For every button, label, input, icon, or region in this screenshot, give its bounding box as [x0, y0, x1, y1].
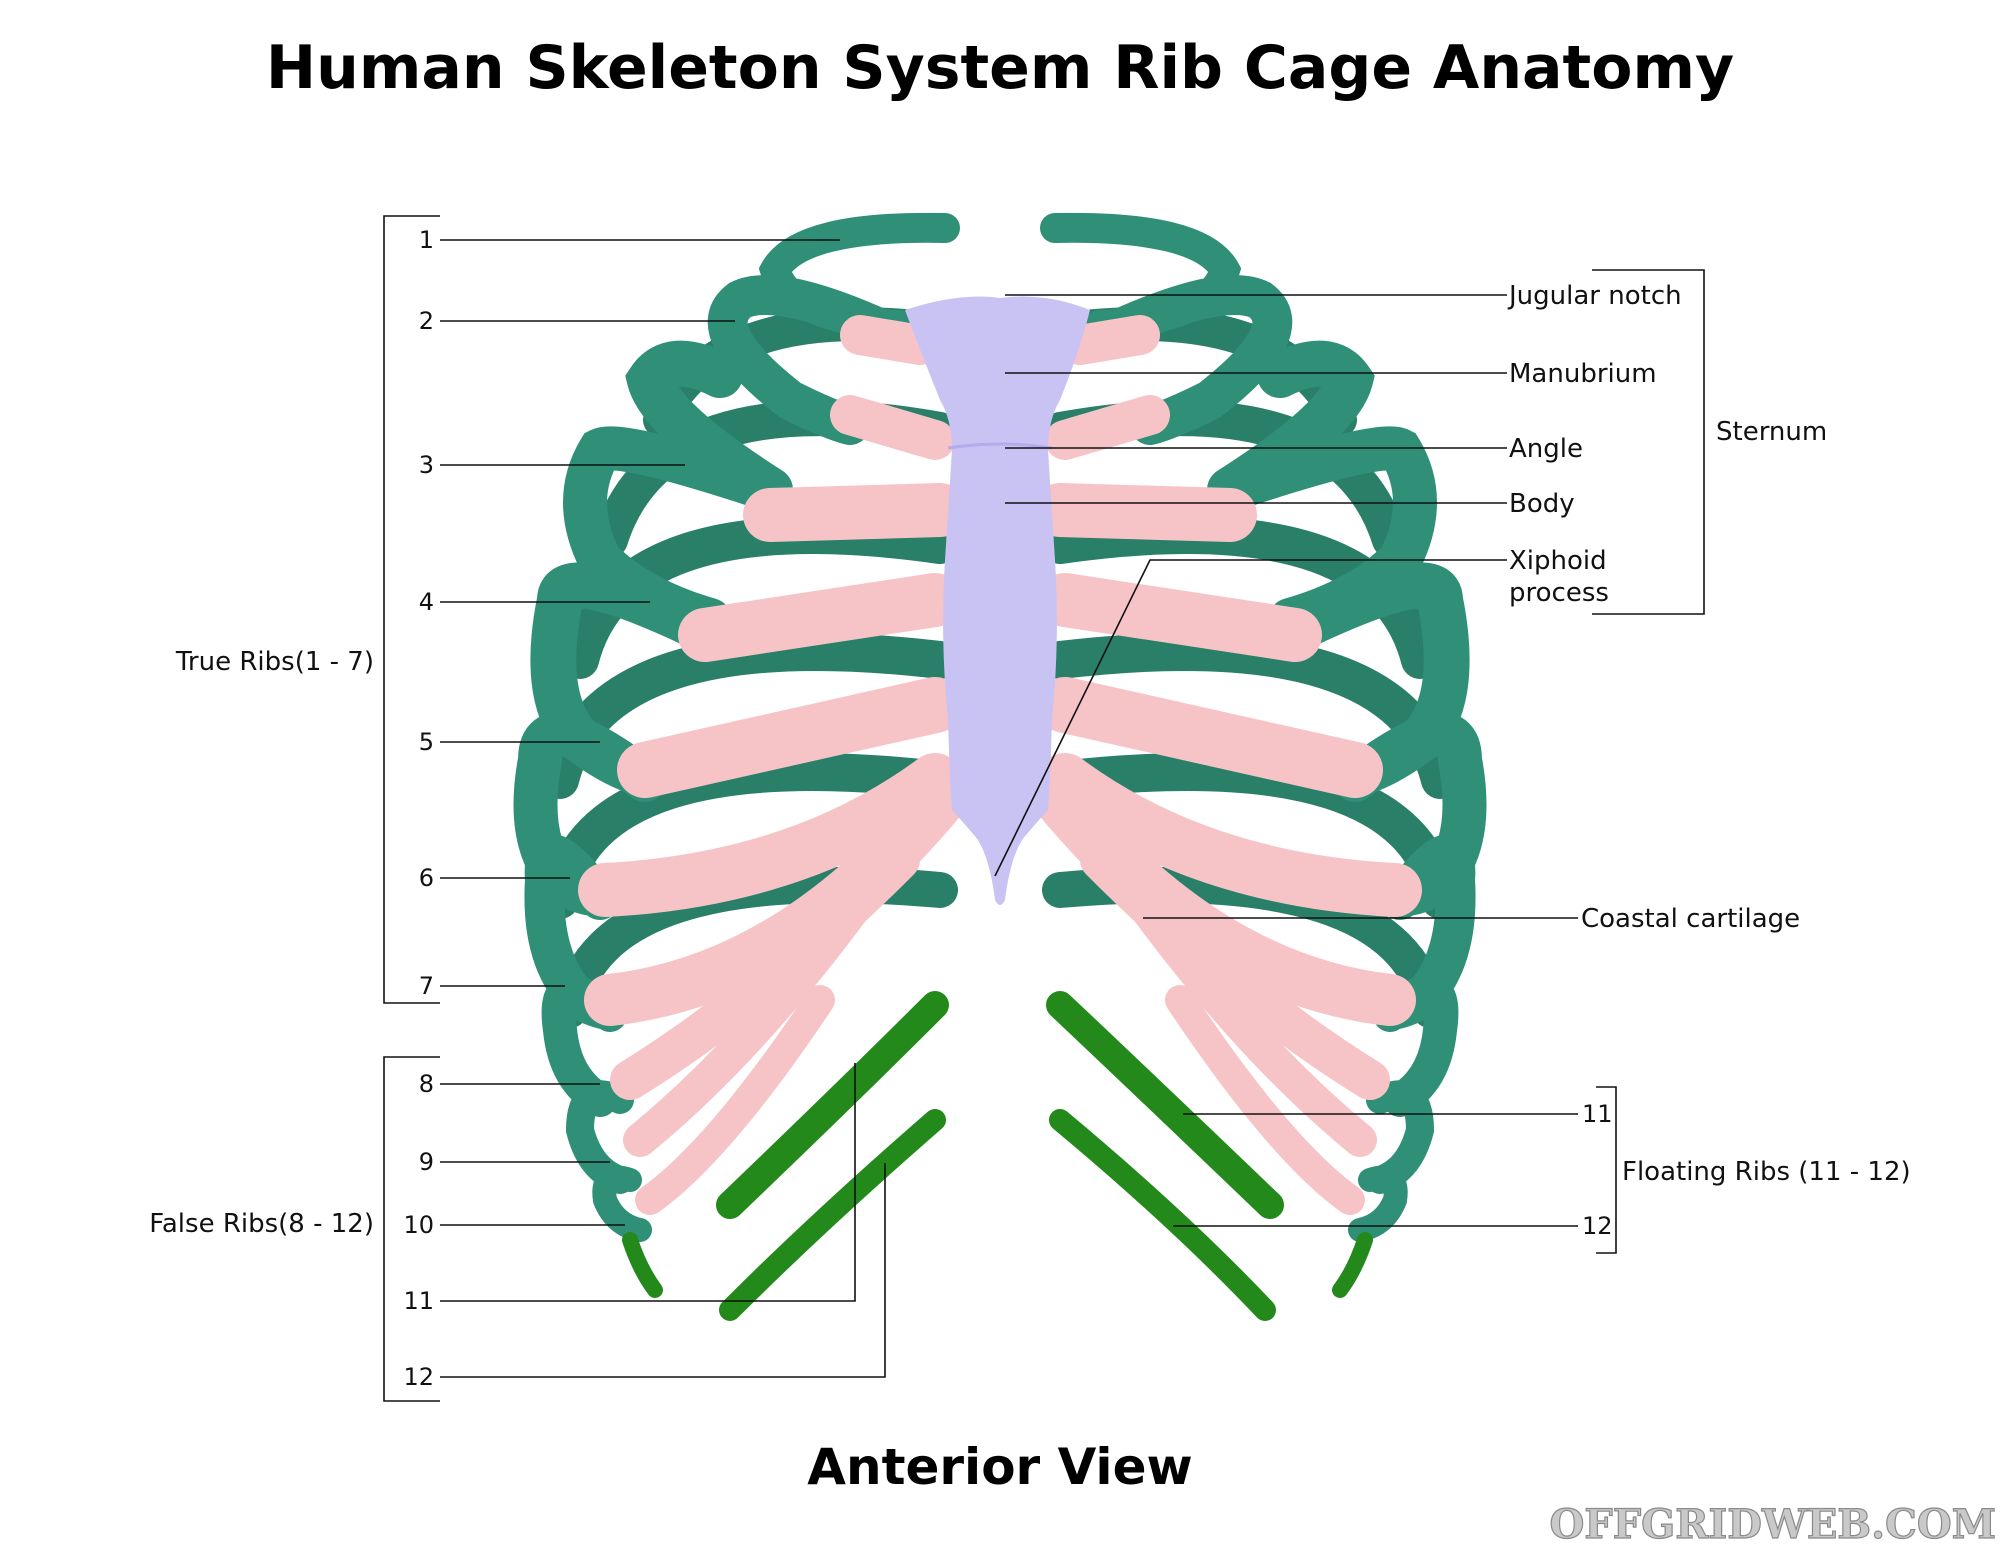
manubrium-label: Manubrium — [1509, 359, 1657, 389]
body-label: Body — [1509, 489, 1575, 519]
rib-number-3: 3 — [419, 451, 434, 479]
view-subtitle: Anterior View — [807, 1438, 1192, 1496]
rib-number-5: 5 — [419, 728, 434, 756]
floating-ribs-label: Floating Ribs (11 - 12) — [1622, 1157, 1911, 1187]
sternum-bracket — [1592, 269, 1705, 615]
watermark-text: OFFGRIDWEB.COM — [1549, 1501, 1996, 1548]
rib-cage-illustration — [513, 212, 1487, 1321]
right-floating-leaders — [1173, 1113, 1578, 1227]
angle-label: Angle — [1509, 434, 1583, 464]
rib-number-1: 1 — [419, 226, 434, 254]
floating-ribs-bracket — [1596, 1086, 1617, 1254]
false-ribs-bracket — [383, 1056, 440, 1402]
rib-number-9: 9 — [419, 1148, 434, 1176]
rib-number-8: 8 — [419, 1070, 434, 1098]
left-rib-numbers: 1 2 3 4 5 6 7 8 9 10 11 12 — [403, 226, 434, 1391]
diagram-title: Human Skeleton System Rib Cage Anatomy — [266, 33, 1734, 103]
xiphoid-label-line2: process — [1509, 578, 1609, 608]
coastal-cartilage-label: Coastal cartilage — [1581, 904, 1800, 934]
right-costal-cartilage — [1033, 315, 1422, 1215]
sternum-label: Sternum — [1716, 417, 1827, 447]
true-ribs-bracket — [383, 215, 440, 1004]
rib-number-4: 4 — [419, 588, 434, 616]
rib-number-2: 2 — [419, 307, 434, 335]
floating-ribs — [622, 991, 1373, 1321]
left-rib-leaders — [440, 239, 886, 1378]
sternum-leaders — [994, 294, 1507, 877]
rib-number-6: 6 — [419, 864, 434, 892]
right-rib-number-12: 12 — [1582, 1212, 1613, 1240]
right-rib-number-11: 11 — [1582, 1100, 1613, 1128]
true-ribs-label: True Ribs(1 - 7) — [175, 647, 374, 677]
xiphoid-label-line1: Xiphoid — [1509, 546, 1607, 576]
rib-number-12: 12 — [403, 1363, 434, 1391]
rib-number-7: 7 — [419, 972, 434, 1000]
left-costal-cartilage — [578, 315, 967, 1215]
rib-number-10: 10 — [403, 1211, 434, 1239]
jugular-notch-label: Jugular notch — [1507, 281, 1682, 311]
left-anterior-ribs — [513, 212, 960, 1242]
false-ribs-label: False Ribs(8 - 12) — [149, 1209, 374, 1239]
rib-number-11: 11 — [403, 1287, 434, 1315]
